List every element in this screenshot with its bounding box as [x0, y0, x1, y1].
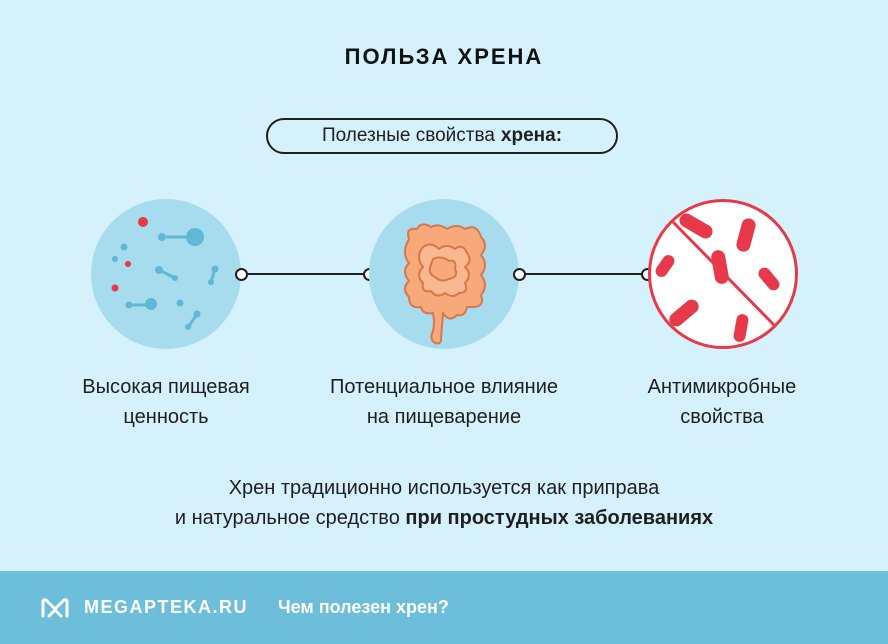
usage-line1: Хрен традиционно используется как припра…	[228, 477, 660, 499]
connector-node-3	[513, 268, 526, 281]
intestine-icon	[404, 223, 486, 345]
usage-description: Хрен традиционно используется как припра…	[0, 473, 888, 533]
properties-label-prefix: Полезные свойства	[321, 125, 495, 146]
caption-antimicrobial-line2: свойства	[680, 406, 764, 428]
digestion-circle	[369, 199, 519, 349]
page-title: ПОЛЬЗА ХРЕНА	[344, 44, 544, 69]
brand-name-link[interactable]: MEGAPTEKA.RU	[84, 597, 249, 617]
connector-line-2	[523, 273, 643, 275]
usage-line2-bold: при простудных заболеваниях	[405, 507, 714, 529]
footer-bar: MEGAPTEKA.RU Чем полезен хрен?	[0, 571, 888, 644]
connector-node-1	[235, 268, 248, 281]
usage-line2-prefix: и натуральное средство	[174, 507, 400, 529]
megapteka-logo-icon[interactable]	[40, 596, 70, 620]
properties-label: Полезные свойства хрена:	[266, 118, 618, 154]
connector-line-1	[245, 273, 365, 275]
molecules-icon	[111, 217, 219, 330]
caption-nutrition: Высокая пищевая ценность	[16, 372, 316, 432]
bacteria-crossed-icon	[655, 213, 780, 342]
caption-nutrition-line1: Высокая пищевая	[82, 376, 250, 398]
usage-line2: и натуральное средство при простудных за…	[0, 503, 888, 533]
nutrition-circle	[91, 199, 241, 349]
caption-digestion: Потенциальное влияние на пищеварение	[294, 372, 594, 432]
antimicrobial-circle	[648, 199, 798, 349]
footer-question: Чем полезен хрен?	[278, 597, 449, 617]
caption-antimicrobial: Антимикробные свойства	[572, 372, 872, 432]
caption-digestion-line1: Потенциальное влияние	[329, 376, 559, 398]
properties-label-bold: хрена:	[500, 125, 563, 146]
caption-antimicrobial-line1: Антимикробные	[647, 376, 797, 398]
caption-digestion-line2: на пищеварение	[366, 406, 522, 428]
caption-nutrition-line2: ценность	[123, 406, 209, 428]
